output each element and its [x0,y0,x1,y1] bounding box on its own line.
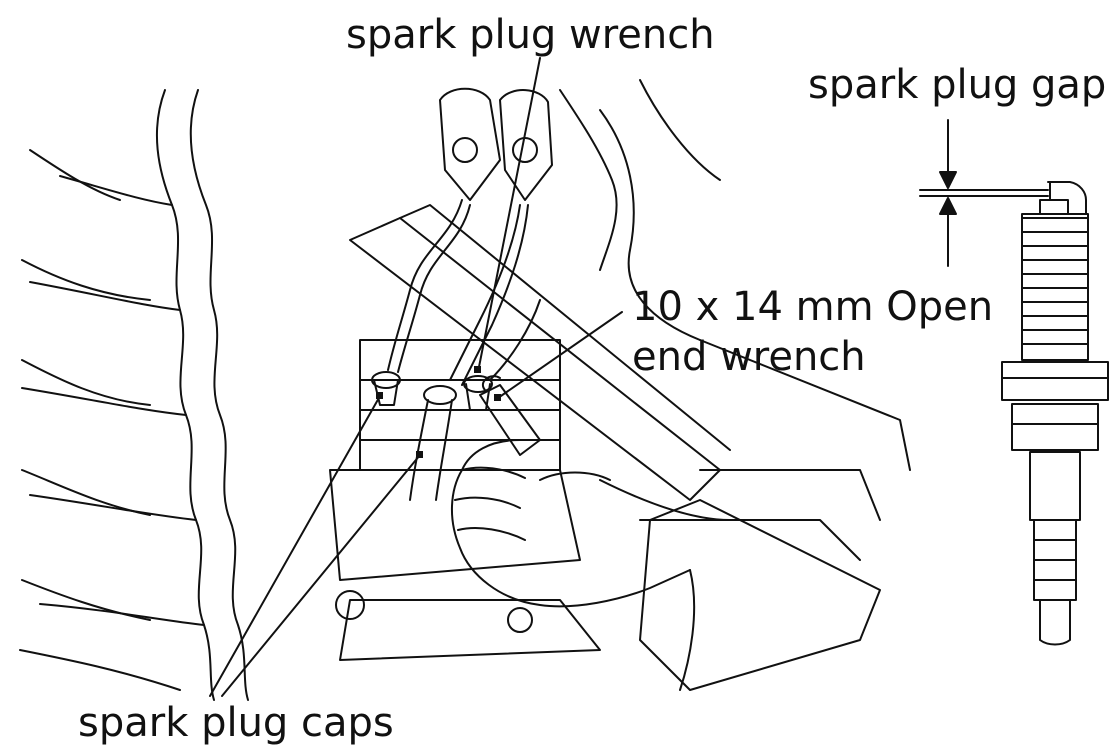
spark-plug-illustration [1001,181,1109,646]
label-open-end-wrench-line2: end wrench [632,334,866,380]
spark-plug-cap-left [371,371,401,406]
hand-and-sleeve [451,439,881,691]
label-spark-plug-caps: spark plug caps [78,700,394,746]
cylinder-head [329,339,601,661]
frame-crossbar [349,204,731,501]
label-open-end-wrench-line1: 10 x 14 mm Open [632,284,994,330]
frame-rib-outline [19,89,249,701]
leader-open-end-wrench [497,311,623,399]
leader-spark-plug-wrench [477,57,541,373]
label-spark-plug-gap: spark plug gap [808,62,1107,108]
gap-dimension [919,119,1049,267]
ignition-coils [387,87,553,386]
spark-plug-cap-center [409,385,457,501]
label-open-end-wrench: 10 x 14 mm Open end wrench [632,282,993,382]
leader-lines [209,57,623,697]
frame-rear-outline [559,79,911,561]
leader-cap-left [209,395,381,697]
leader-cap-center [221,454,421,697]
label-spark-plug-wrench: spark plug wrench [346,12,715,58]
spark-plug-wrench [463,375,493,411]
open-end-wrench [479,375,541,456]
